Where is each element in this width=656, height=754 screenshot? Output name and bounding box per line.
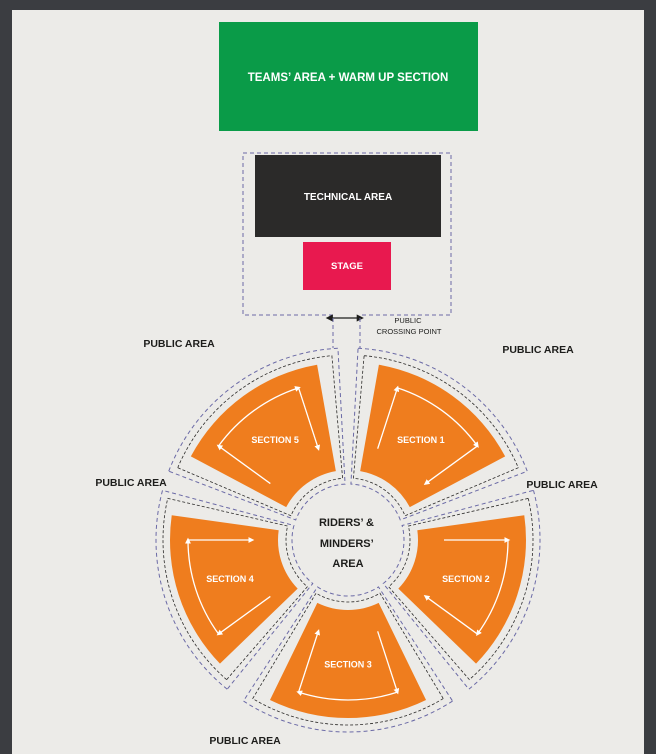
section-5: SECTION 5 [190, 364, 336, 508]
section-2: SECTION 2 [398, 515, 526, 664]
walkway-inner-5 [177, 355, 344, 517]
section-4: SECTION 4 [170, 515, 298, 664]
walkway-inner-3 [252, 592, 444, 726]
section-1-route-out [377, 385, 400, 449]
walkway-outer-4 [155, 489, 314, 690]
stage-block: STAGE [303, 242, 391, 290]
teams-area-label: TEAMS’ AREA + WARM UP SECTION [248, 72, 449, 84]
technical-area-block: TECHNICAL AREA [255, 155, 441, 237]
riders-minders-area-label: RIDERS’ & MINDERS’ AREA [319, 517, 377, 570]
section-2-label: SECTION 2 [442, 574, 490, 584]
section-2-route-in [423, 595, 478, 635]
section-3: SECTION 3 [269, 602, 427, 719]
public-area-label-right: PUBLIC AREA [526, 479, 598, 491]
section-3-label: SECTION 3 [324, 660, 372, 670]
sections-layer: SECTION 1 SECTION 2 SECTION 3 SECTION 4 SECT… [170, 364, 526, 719]
section-1-label: SECTION 1 [397, 435, 445, 445]
section-4-shape [170, 515, 298, 664]
walkway-inner-2 [388, 497, 534, 681]
walkway-outer-1 [350, 347, 528, 521]
section-5-route-out [216, 444, 271, 485]
walkway-inner-4 [162, 497, 308, 681]
section-5-route-in [297, 387, 321, 451]
stage-label: STAGE [331, 261, 363, 272]
section-3-route-arc [296, 690, 398, 701]
section-3-shape [269, 602, 427, 719]
crossing-point-label: PUBLIC CROSSING POINT [376, 316, 441, 336]
section-5-label: SECTION 5 [251, 435, 299, 445]
section-1-route-in [423, 445, 478, 485]
section-2-shape [398, 515, 526, 664]
technical-area-label: TECHNICAL AREA [304, 192, 392, 203]
walkway-lines [155, 318, 541, 733]
public-area-label-left: PUBLIC AREA [95, 477, 167, 489]
technical-area-enclosure [242, 152, 452, 316]
section-4-route-arc [185, 537, 220, 635]
walkway-outer-5 [168, 347, 346, 521]
section-4-label: SECTION 4 [206, 574, 254, 584]
public-area-label-bottom: PUBLIC AREA [209, 735, 281, 747]
section-5-route-arc [218, 386, 301, 447]
walkway-outer-2 [382, 489, 541, 690]
teams-area-block: TEAMS’ AREA + WARM UP SECTION [219, 22, 478, 131]
walkway-inner-1 [352, 355, 519, 517]
public-area-label-top-right: PUBLIC AREA [502, 344, 574, 356]
section-1: SECTION 1 [360, 364, 506, 508]
walkway-outer-3 [242, 586, 454, 733]
section-4-route-out [216, 595, 271, 636]
section-2-route-arc [476, 539, 509, 636]
section-1-shape [360, 364, 506, 508]
public-area-label-top-left: PUBLIC AREA [143, 338, 215, 350]
section-5-shape [190, 364, 336, 508]
section-3-route-out [377, 631, 400, 695]
section-3-route-in [297, 629, 321, 693]
section-1-route-arc [397, 387, 479, 448]
